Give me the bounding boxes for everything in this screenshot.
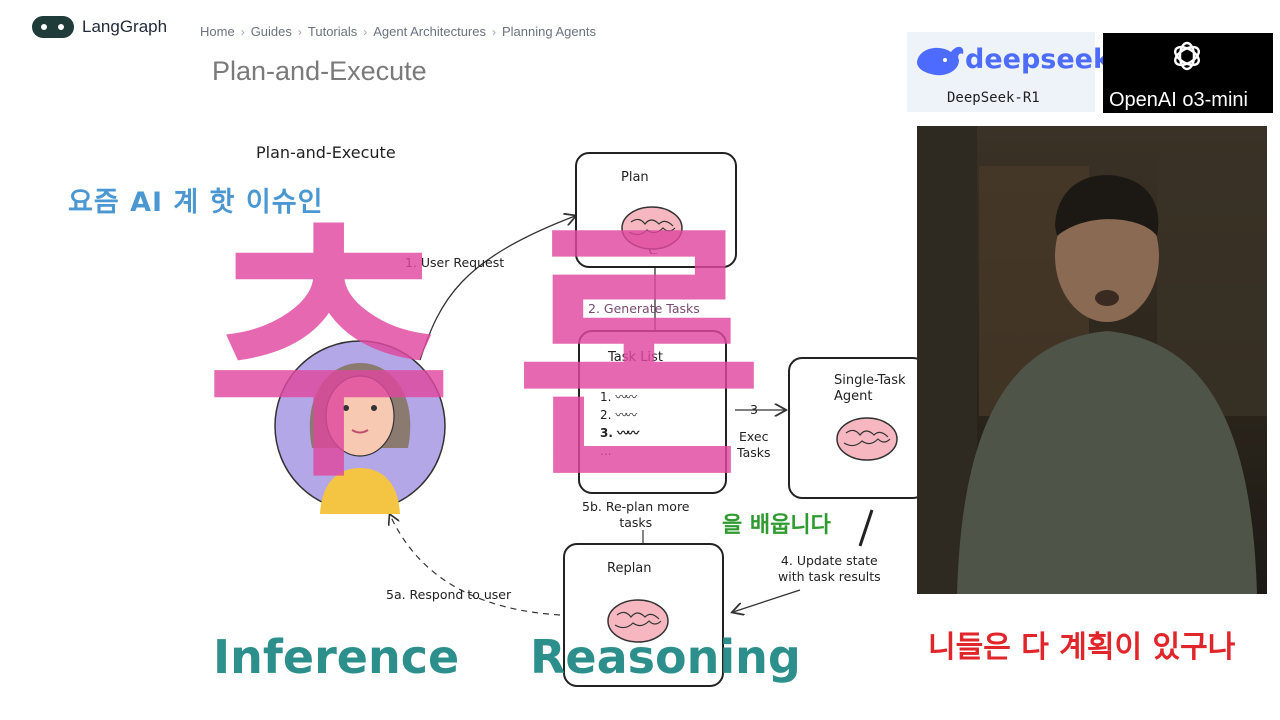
task-item: ... xyxy=(600,444,612,458)
slash-mark xyxy=(858,509,874,547)
openai-model: OpenAI o3-mini xyxy=(1109,89,1248,111)
plan-label: Plan xyxy=(621,170,649,185)
inference-text: Inference xyxy=(213,630,460,684)
replan-box: Replan xyxy=(563,543,724,687)
logo-text: LangGraph xyxy=(82,17,168,36)
ko-top-caption: 요즘 AI 계 핫 이슈인 xyxy=(68,187,324,218)
task-item: 3. 〰〰 xyxy=(600,426,639,440)
chevron-right-icon: › xyxy=(240,24,245,39)
brain-icon xyxy=(836,417,898,461)
task-list-label: Task List xyxy=(608,350,663,365)
edge-user-request: 1. User Request xyxy=(405,255,505,270)
deepseek-wordmark: deepseek xyxy=(965,44,1111,75)
replan-label: Replan xyxy=(607,561,652,576)
person-silhouette xyxy=(957,175,1257,594)
breadcrumb-agent-architectures[interactable]: Agent Architectures xyxy=(373,24,486,39)
user-avatar xyxy=(274,340,446,514)
breadcrumb: Home › Guides › Tutorials › Agent Archit… xyxy=(200,24,596,39)
arrow-update-state xyxy=(733,589,801,612)
task-items: 1. 〰〰 2. 〰〰 3. 〰〰 ... xyxy=(600,388,639,460)
plan-box: Plan xyxy=(575,152,737,268)
whale-icon xyxy=(917,46,964,76)
breadcrumb-tutorials[interactable]: Tutorials xyxy=(307,24,358,39)
openai-icon xyxy=(1174,41,1200,71)
edge-exec-tasks: Exec Tasks xyxy=(737,429,771,460)
big-ko-char-1: 추 xyxy=(205,199,454,514)
page-title: Plan-and-Execute xyxy=(212,56,427,86)
deepseek-model: DeepSeek-R1 xyxy=(947,90,1040,106)
video-frame xyxy=(917,126,1267,594)
edge-replan-more: 5b. Re-plan more tasks xyxy=(582,499,690,530)
edge-generate-tasks: 2. Generate Tasks xyxy=(588,301,700,316)
single-task-agent-label: Single-Task Agent xyxy=(834,373,906,404)
reasoning-text: Reasoning xyxy=(530,630,801,684)
brain-icon xyxy=(607,599,669,643)
diagram-title: Plan-and-Execute xyxy=(256,143,396,162)
deepseek-logo: deepseek DeepSeek-R1 xyxy=(907,32,1111,112)
ko-middle-caption: 을 배웁니다 xyxy=(722,513,831,538)
breadcrumb-planning-agents[interactable]: Planning Agents xyxy=(502,24,596,39)
arrow-user-request xyxy=(419,216,575,361)
big-ko-char-2: 론 xyxy=(515,199,764,514)
chevron-right-icon: › xyxy=(492,24,496,39)
langgraph-logo-icon xyxy=(32,16,74,38)
breadcrumb-guides[interactable]: Guides xyxy=(250,24,292,39)
ko-subtitle: 니들은 다 계획이 있구나 xyxy=(928,630,1236,665)
edge-exec-number: 3 xyxy=(750,402,758,417)
single-task-agent-box: Single-Task Agent xyxy=(788,357,927,499)
brain-icon xyxy=(621,206,683,254)
task-item: 2. 〰〰 xyxy=(600,408,637,422)
chevron-right-icon: › xyxy=(363,24,368,39)
task-item: 1. 〰〰 xyxy=(600,390,637,404)
breadcrumb-home[interactable]: Home xyxy=(200,24,235,39)
langgraph-logo[interactable]: LangGraph xyxy=(32,16,167,38)
diagram-arrows xyxy=(0,0,801,720)
openai-logo: OpenAI o3-mini xyxy=(1103,33,1273,113)
edge-respond-user: 5a. Respond to user xyxy=(386,587,512,602)
task-list-box: Task List 1. 〰〰 2. 〰〰 3. 〰〰 ... xyxy=(578,330,727,494)
edge-update-state: 4. Update state with task results xyxy=(778,553,881,584)
chevron-right-icon: › xyxy=(297,24,302,39)
